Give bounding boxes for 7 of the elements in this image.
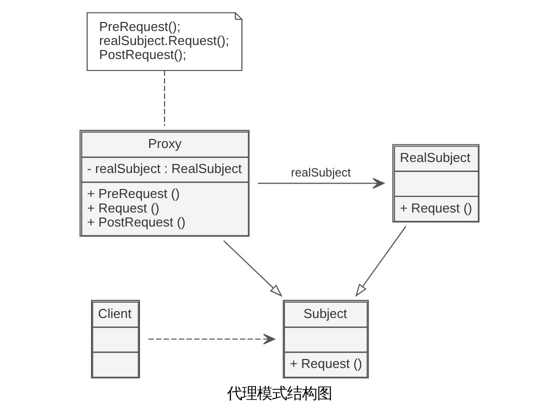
caption: 代理模式结构图 — [227, 386, 332, 403]
arrow — [148, 334, 276, 345]
connector — [164, 70, 166, 126]
arrow — [355, 226, 406, 297]
arrow — [223, 240, 283, 297]
edge-label: realSubject — [290, 166, 351, 180]
arrow — [258, 178, 384, 189]
